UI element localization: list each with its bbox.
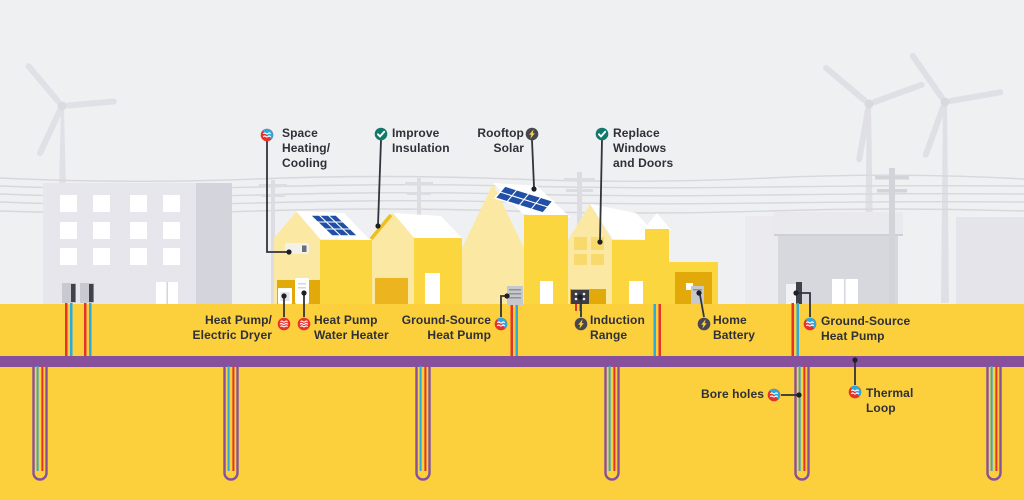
lightning-icon bbox=[574, 317, 588, 331]
check-icon bbox=[594, 126, 610, 142]
bore-hole bbox=[986, 361, 1002, 481]
house-2 bbox=[369, 213, 462, 304]
bore-hole bbox=[32, 361, 48, 481]
bore-hole bbox=[415, 361, 431, 481]
heating-cooling-icon bbox=[767, 388, 781, 402]
heat-pump-water-heater bbox=[295, 278, 309, 304]
wind-turbine-left bbox=[25, 63, 117, 192]
label-replace-windows-doors: Replace Windows and Doors bbox=[613, 126, 674, 170]
label-ground-source-heat-pump-right: Ground-Source Heat Pump bbox=[821, 314, 911, 343]
check-icon bbox=[373, 126, 389, 142]
ground-source-heat-pump-unit bbox=[507, 286, 523, 305]
label-space-heating-cooling: Space Heating/ Cooling bbox=[282, 126, 331, 170]
ground-loop-pipes bbox=[65, 303, 799, 356]
solar-panel-small bbox=[308, 214, 360, 237]
bore-hole bbox=[223, 361, 239, 481]
house-3 bbox=[462, 183, 570, 305]
house-4-door bbox=[629, 281, 643, 304]
label-bore-holes: Bore holes bbox=[700, 387, 764, 401]
heating-cooling-icon bbox=[494, 317, 508, 331]
warehouse-building bbox=[956, 217, 1024, 304]
wind-turbine-mid bbox=[823, 65, 925, 240]
heating-cooling-icon bbox=[260, 128, 274, 142]
apartment-building bbox=[43, 183, 232, 304]
lightning-icon bbox=[697, 317, 711, 331]
heating-cooling-icon bbox=[848, 385, 862, 399]
heat-icon bbox=[277, 317, 291, 331]
label-heat-pump-electric-dryer: Heat Pump/ Electric Dryer bbox=[192, 313, 272, 342]
solar-panel-large bbox=[493, 185, 555, 214]
house-3-door bbox=[540, 281, 553, 304]
label-induction-range: Induction Range bbox=[590, 313, 645, 342]
insulation-layer bbox=[369, 213, 393, 241]
commercial-building bbox=[745, 212, 903, 304]
label-ground-source-heat-pump-left: Ground-Source Heat Pump bbox=[401, 313, 491, 342]
label-rooftop-solar: Rooftop Solar bbox=[477, 126, 524, 155]
house-5-garage bbox=[643, 213, 718, 304]
label-heat-pump-water-heater: Heat Pump Water Heater bbox=[314, 313, 389, 342]
label-home-battery: Home Battery bbox=[713, 313, 756, 342]
heating-cooling-icon bbox=[803, 317, 817, 331]
house-2-door bbox=[425, 273, 440, 304]
lightning-icon bbox=[525, 127, 539, 141]
heat-icon bbox=[297, 317, 311, 331]
bore-hole bbox=[604, 361, 620, 481]
label-improve-insulation: Improve Insulation bbox=[392, 126, 450, 155]
bore-holes-group bbox=[32, 361, 1002, 481]
bore-hole bbox=[794, 361, 810, 481]
apartment-heat-pump-units bbox=[62, 283, 94, 303]
wind-turbine-right bbox=[909, 53, 1004, 303]
thermal-loop-band bbox=[0, 356, 1024, 367]
callout-dots bbox=[281, 186, 858, 398]
callout-lines bbox=[266, 139, 856, 396]
label-thermal-loop: Thermal Loop bbox=[866, 386, 914, 415]
